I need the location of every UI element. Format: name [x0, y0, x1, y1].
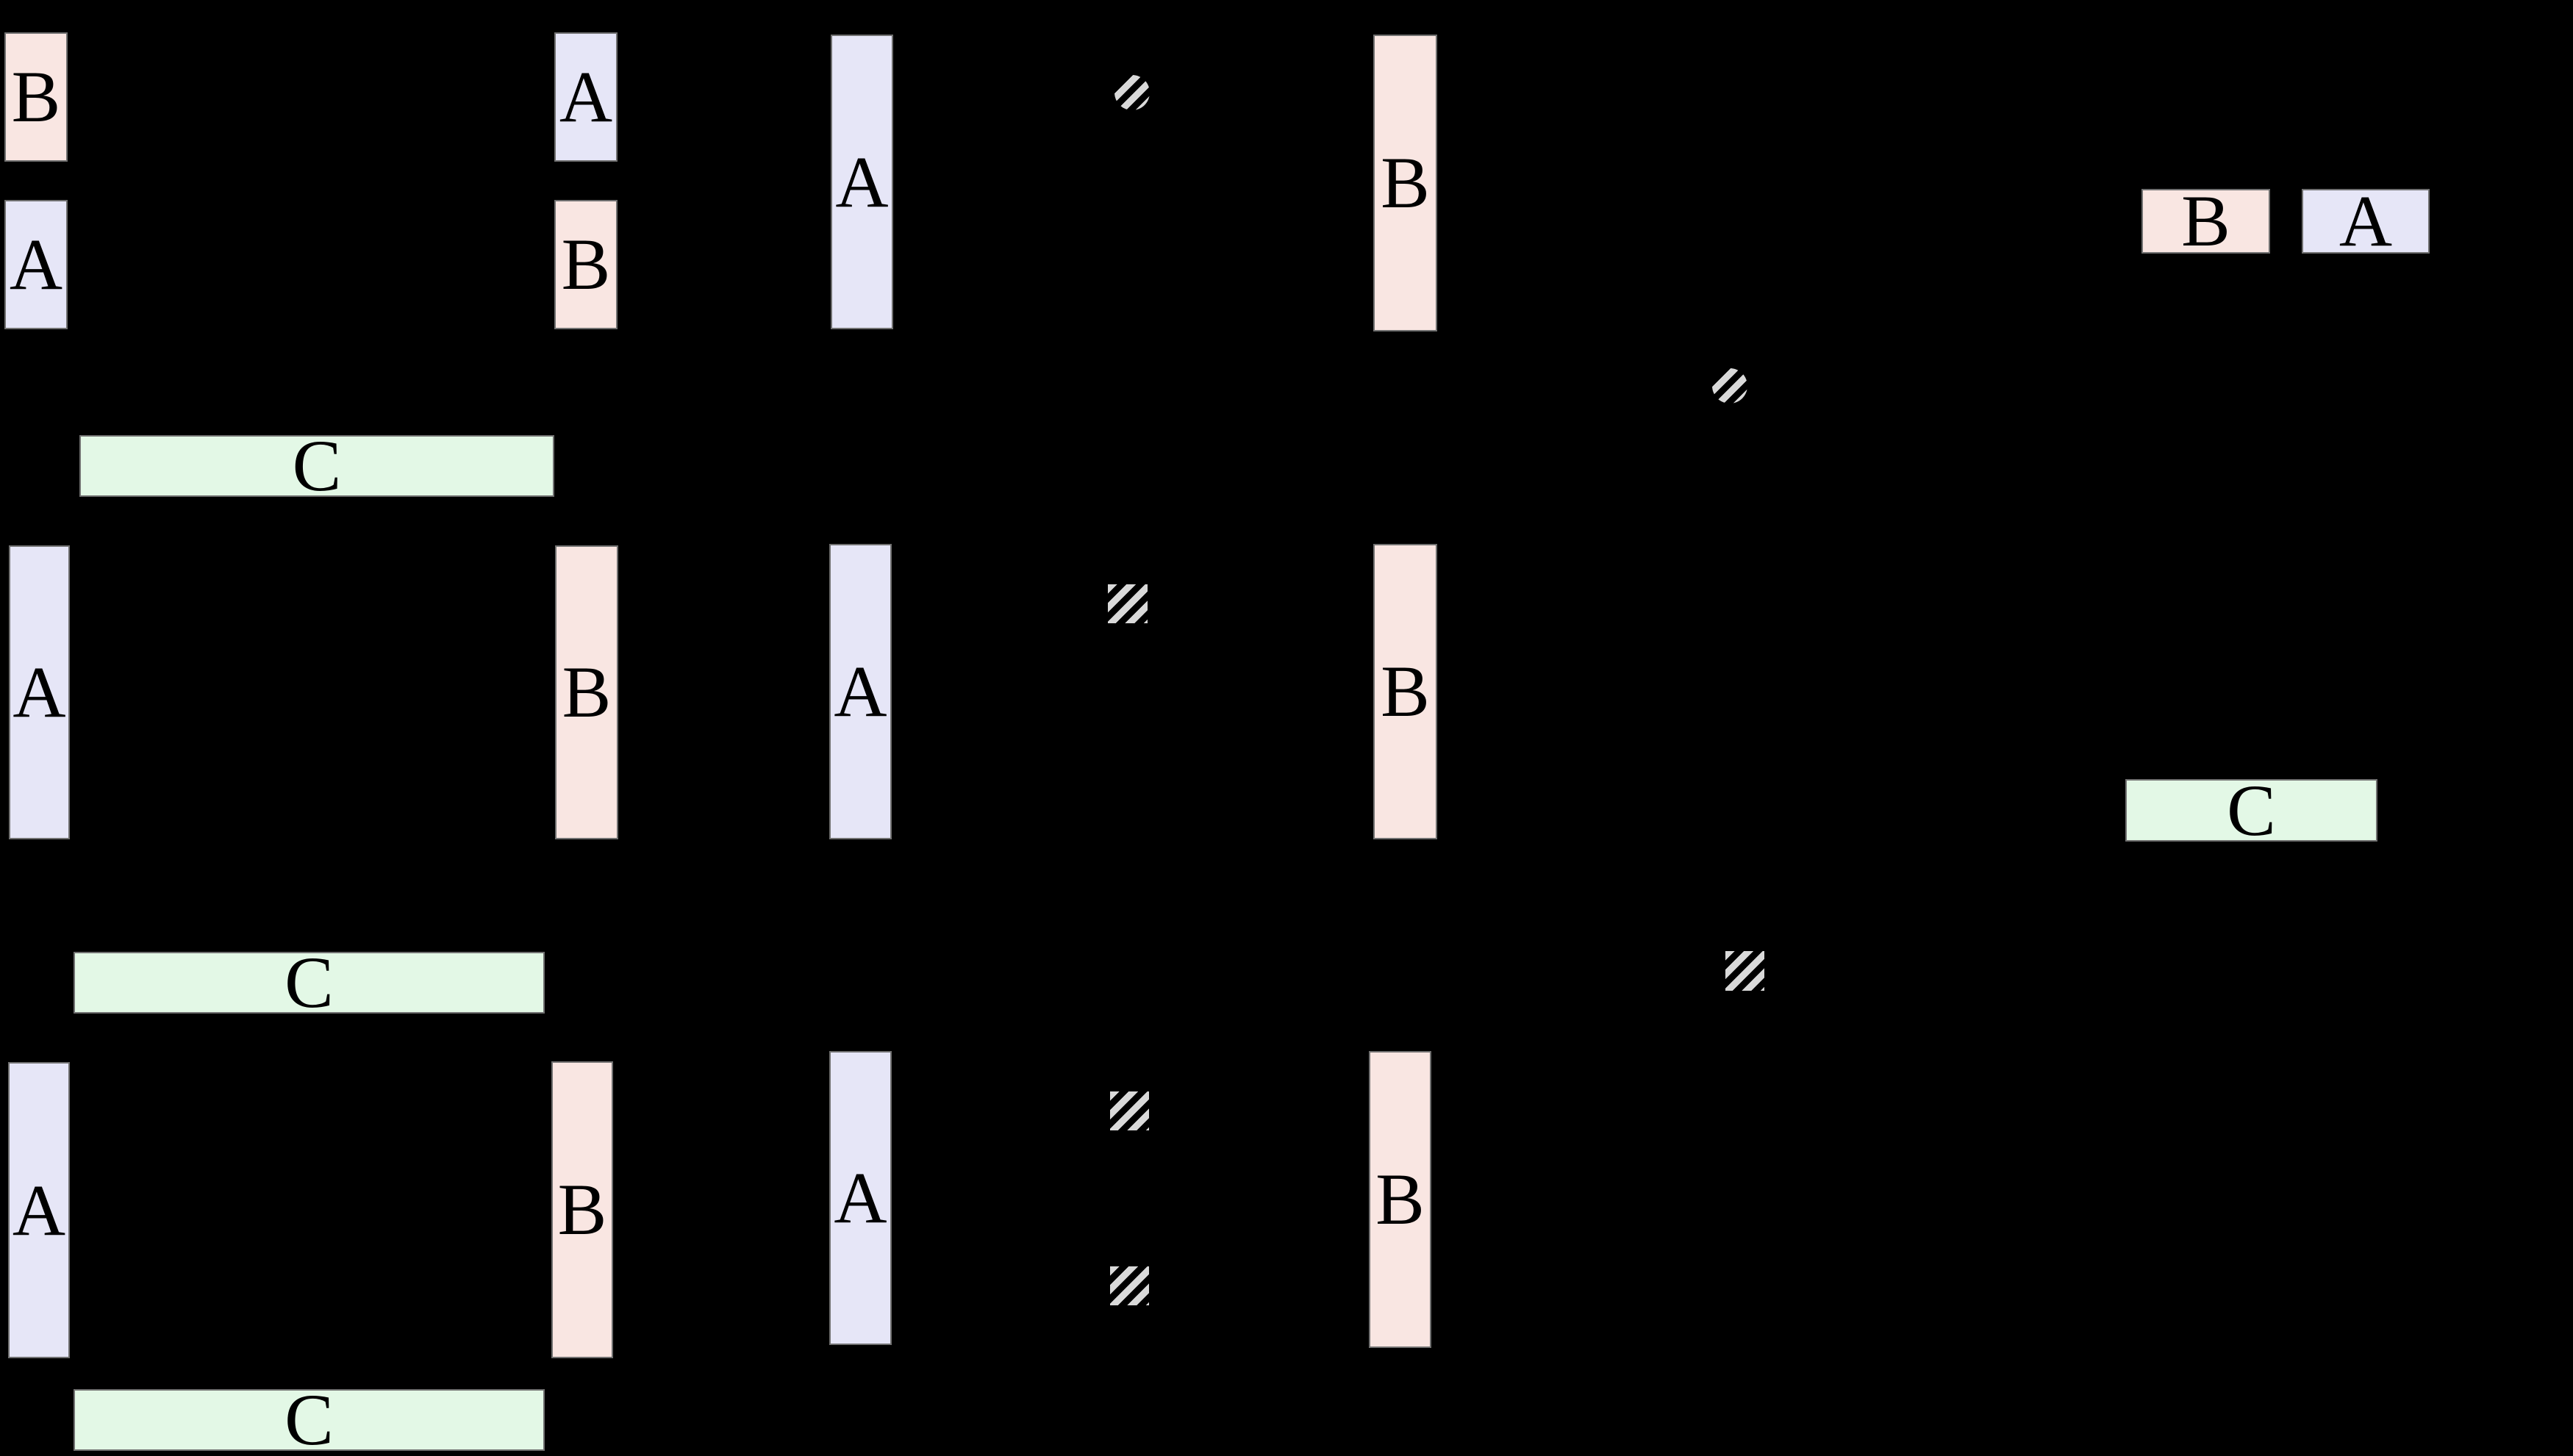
row1-lane1-task-a-box-label: A: [9, 223, 63, 305]
row3-lane1-task-a-bar-label: A: [12, 1169, 66, 1251]
row2-queue-task-c-bar-label: C: [2227, 769, 2276, 851]
row3-lane2-task-b-bar: B: [551, 1061, 613, 1358]
row3-lane4-task-b-bar: B: [1369, 1051, 1431, 1348]
row2-lane1-task-a-bar: A: [9, 545, 70, 839]
row3-task-c-bar: C: [74, 1383, 545, 1456]
row2-lane2-task-b-bar: B: [555, 545, 618, 839]
row1-task-c-bar-label: C: [292, 425, 342, 506]
row1-lane2-task-a-box-label: A: [559, 56, 613, 137]
row2-queue-task-c-bar: C: [2125, 773, 2377, 847]
row2-lane4-task-b-bar: B: [1373, 544, 1437, 839]
row1-queue-task-a-box-label: A: [2338, 180, 2393, 262]
row1-queue-task-a-box: A: [2302, 184, 2430, 258]
row1-lane3-task-a-bar-label: A: [835, 140, 889, 223]
row1-lane2-task-b-box: B: [554, 200, 618, 329]
row2-lane3-task-a-bar-label: A: [834, 650, 887, 732]
row1-queue-hatch-circle: [1712, 368, 1747, 404]
row2-lane3-task-a-bar: A: [829, 544, 892, 839]
row1-lane4-task-b-bar-label: B: [1381, 142, 1430, 223]
row3-lane3-task-a-bar-label: A: [834, 1157, 887, 1238]
row2-lane4-task-b-bar-label: B: [1381, 650, 1430, 732]
row2-lane2-task-b-bar-label: B: [562, 651, 612, 733]
row2-lane1-task-a-bar-label: A: [12, 651, 66, 733]
row1-queue-task-b-box-label: B: [2181, 180, 2230, 262]
row1-lane4-task-b-bar: B: [1373, 35, 1437, 331]
row3-lane3-hatch-square-top: [1110, 1091, 1149, 1130]
row1-lane1-task-a-box: A: [4, 200, 68, 329]
row1-lane3-hatch-circle: [1114, 75, 1150, 110]
row1-lane2-task-a-box: A: [554, 32, 618, 162]
row2-task-c-bar-label: C: [285, 942, 334, 1023]
row1-lane2-task-b-box-label: B: [561, 223, 611, 305]
row3-lane2-task-b-bar-label: B: [557, 1169, 607, 1250]
row1-lane3-task-a-bar: A: [831, 35, 893, 329]
row1-lane1-task-b-box-label: B: [11, 56, 61, 137]
row2-queue-hatch-square: [1725, 951, 1764, 991]
row1-lane1-task-b-box: B: [4, 32, 68, 162]
row2-lane3-hatch-square: [1108, 584, 1148, 623]
row1-queue-task-b-box: B: [2141, 184, 2270, 258]
row3-lane1-task-a-bar: A: [8, 1062, 70, 1358]
row3-lane3-hatch-square-bottom: [1110, 1266, 1149, 1305]
row1-task-c-bar: C: [79, 429, 554, 503]
row3-lane4-task-b-bar-label: B: [1375, 1158, 1425, 1240]
row3-lane3-task-a-bar: A: [829, 1051, 892, 1345]
row2-task-c-bar: C: [74, 946, 545, 1019]
row3-task-c-bar-label: C: [285, 1379, 334, 1456]
